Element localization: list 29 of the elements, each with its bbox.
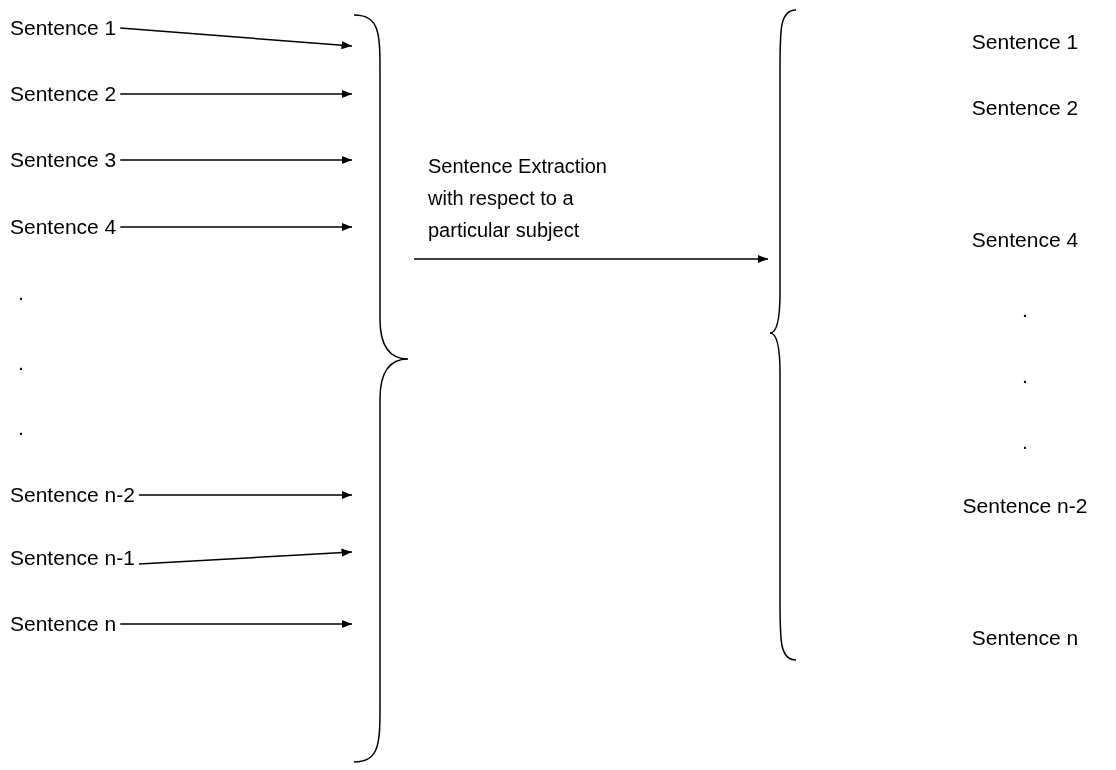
curly-brace	[768, 9, 798, 661]
ellipsis-dot: .	[18, 351, 24, 375]
sentence-text: Sentence n	[971, 626, 1079, 650]
curly-brace	[352, 14, 410, 763]
arrow	[138, 548, 353, 565]
sentence-text: Sentence 4	[971, 228, 1079, 252]
edge-label: Sentence Extraction with respect to a particular subject	[428, 154, 608, 243]
sentence-text: Sentence n	[10, 612, 117, 636]
sentence-text: Sentence n-2	[10, 483, 135, 507]
ellipsis-dot: .	[1022, 364, 1028, 388]
sentence-text: Sentence 2	[971, 96, 1079, 120]
arrow	[119, 27, 353, 50]
ellipsis-dot: .	[18, 281, 24, 305]
arrow	[119, 619, 353, 629]
ellipsis-dot: .	[18, 416, 24, 440]
sentence-text: Sentence 2	[10, 82, 117, 106]
sentence-text: Sentence 1	[971, 30, 1079, 54]
ellipsis-dot: .	[1022, 298, 1028, 322]
arrow	[138, 490, 353, 500]
ellipsis-dot: .	[1022, 430, 1028, 454]
sentence-text: Sentence n-1	[10, 546, 135, 570]
sentence-text: Sentence 1	[10, 16, 117, 40]
sentence-text: Sentence n-2	[962, 494, 1088, 518]
arrow	[413, 254, 769, 264]
arrow	[119, 222, 353, 232]
arrow	[119, 155, 353, 165]
sentence-text: Sentence 3	[10, 148, 117, 172]
arrow	[119, 89, 353, 99]
sentence-text: Sentence 4	[10, 215, 117, 239]
